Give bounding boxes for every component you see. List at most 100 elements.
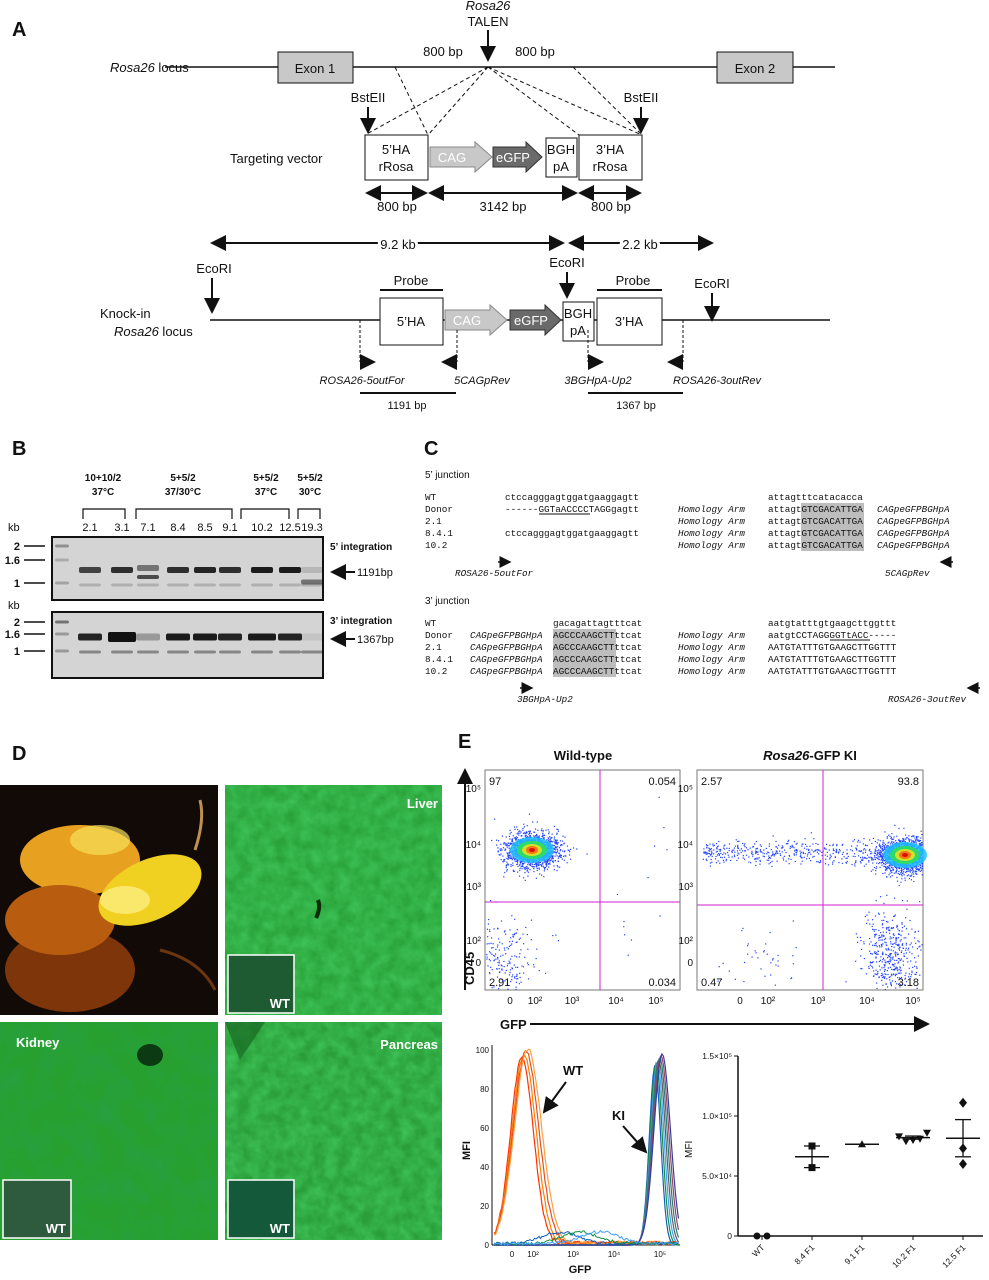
event-dot: [534, 836, 536, 838]
event-dot: [898, 958, 901, 960]
knockin-locus: 9.2 kb 2.2 kb EcoRI EcoRI EcoRI Knock-in…: [100, 234, 830, 412]
event-dot: [912, 868, 914, 870]
event-dot: [842, 843, 844, 845]
event-dot: [895, 840, 897, 842]
event-dot: [557, 845, 559, 848]
event-dot: [907, 868, 909, 870]
event-dot: [868, 861, 870, 863]
x-tick-label: 0: [507, 996, 513, 1007]
event-dot: [905, 981, 908, 983]
event-dot: [889, 868, 891, 870]
event-dot: [752, 855, 754, 857]
event-dot: [506, 870, 508, 872]
event-dot: [878, 852, 880, 854]
event-dot: [866, 844, 868, 847]
event-dot: [559, 866, 561, 868]
event-dot: [883, 970, 886, 972]
event-dot: [902, 872, 904, 874]
event-dot: [874, 852, 877, 854]
seq-homology-arm: Homology Arm: [678, 666, 745, 677]
event-dot: [556, 828, 558, 830]
event-dot: [718, 854, 720, 857]
event-dot: [850, 845, 853, 847]
event-dot: [737, 857, 740, 859]
event-dot: [550, 840, 552, 842]
event-dot: [878, 976, 880, 979]
event-dot: [884, 968, 886, 971]
event-dot: [863, 848, 865, 850]
event-dot: [913, 835, 915, 837]
event-dot: [908, 877, 910, 880]
event-dot: [488, 971, 491, 974]
event-dot: [513, 934, 515, 936]
event-dot: [504, 980, 506, 982]
event-dot: [882, 984, 884, 986]
event-dot: [894, 824, 896, 827]
event-dot: [521, 868, 523, 870]
event-dot: [859, 861, 861, 863]
event-dot: [562, 850, 564, 852]
event-dot: [888, 976, 890, 979]
three-primer-left: 3BGHpA-Up2: [517, 694, 573, 705]
cag-promoter-arrow: [429, 140, 493, 174]
event-dot: [515, 981, 518, 983]
event-dot: [488, 918, 490, 921]
event-dot: [829, 844, 831, 846]
event-dot: [906, 875, 908, 877]
event-dot: [884, 959, 886, 961]
wt-inset: [227, 1179, 295, 1239]
event-dot: [780, 847, 783, 849]
event-dot: [913, 880, 915, 883]
event-dot: [561, 858, 563, 860]
event-dot: [875, 873, 877, 875]
gel-band: [218, 633, 242, 641]
event-dot: [794, 849, 796, 851]
event-dot: [876, 853, 879, 855]
event-dot: [723, 848, 726, 850]
event-dot: [836, 843, 838, 846]
event-dot: [733, 849, 735, 851]
event-dot: [711, 850, 713, 852]
event-dot: [904, 841, 906, 843]
event-dot: [498, 968, 500, 970]
event-dot: [490, 952, 492, 954]
event-dot: [769, 931, 771, 934]
event-dot: [772, 853, 774, 855]
event-dot: [497, 956, 499, 959]
event-dot: [708, 856, 710, 858]
event-dot: [527, 869, 529, 871]
wt-inset: [2, 1179, 72, 1239]
event-dot: [770, 855, 772, 857]
ecori-label-1: EcoRI: [196, 261, 231, 276]
event-dot: [862, 843, 864, 845]
seq-highlight: [801, 527, 864, 539]
event-dot: [841, 844, 843, 846]
event-dot: [898, 884, 900, 887]
event-dot: [553, 848, 555, 850]
event-dot: [529, 863, 531, 865]
event-dot: [876, 982, 878, 984]
event-dot: [720, 852, 722, 855]
panel-label-b: B: [12, 438, 26, 460]
event-dot: [742, 842, 744, 845]
event-dot: [546, 839, 548, 841]
event-dot: [775, 840, 777, 843]
event-dot: [505, 836, 507, 838]
event-dot: [500, 848, 502, 850]
event-dot: [522, 966, 525, 968]
event-dot: [881, 845, 883, 848]
event-dot: [507, 853, 509, 855]
event-dot: [898, 840, 901, 842]
event-dot: [515, 941, 517, 944]
event-dot: [824, 863, 827, 865]
panel-label-d: D: [12, 743, 26, 765]
pancreas-image: Pancreas WT: [225, 1022, 442, 1240]
event-dot: [507, 842, 509, 844]
event-dot: [519, 972, 521, 975]
event-dot: [884, 973, 886, 975]
event-dot: [920, 837, 922, 839]
event-dot: [533, 831, 536, 833]
event-dot: [880, 852, 882, 854]
event-dot: [536, 869, 538, 871]
event-dot: [723, 861, 725, 863]
